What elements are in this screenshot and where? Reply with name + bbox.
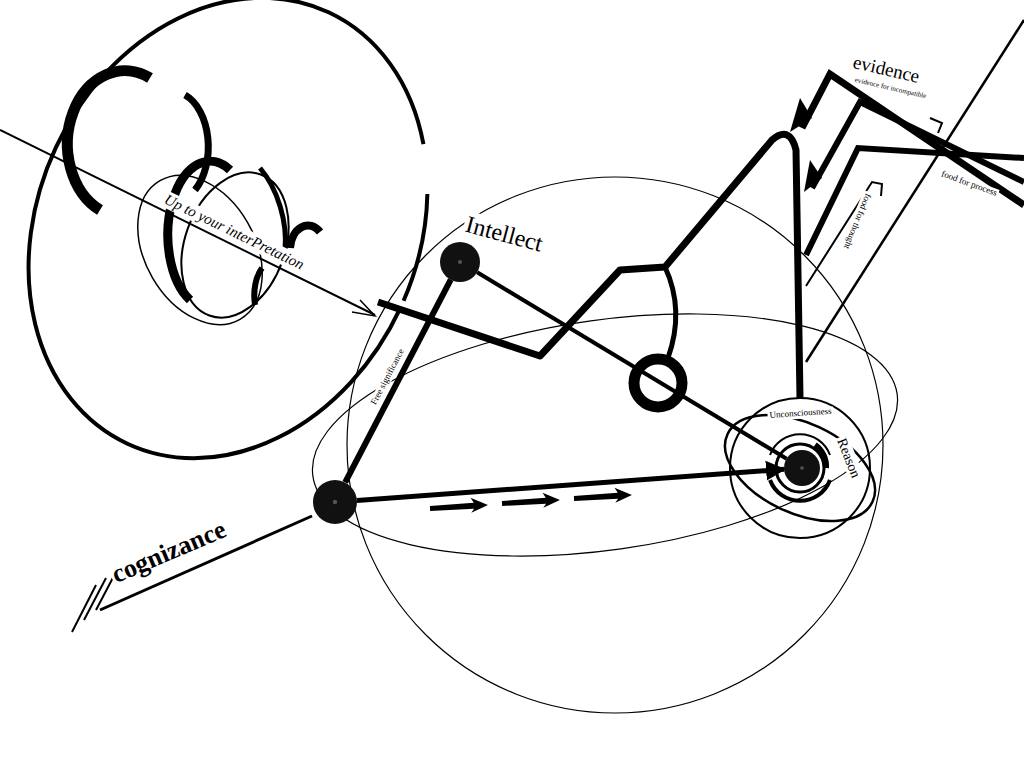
concept-node: cognizance (313, 480, 357, 524)
node-ball (784, 450, 820, 486)
illustration-stroke (806, 182, 882, 286)
illustration-stroke (790, 98, 812, 132)
concept-node: Intellect (440, 242, 480, 282)
illustration-stroke (930, 118, 942, 133)
illustration-stroke (665, 267, 676, 358)
node-ball-fill (784, 450, 820, 486)
illustration-stroke (297, 280, 913, 590)
node-ball (440, 242, 480, 282)
node-ball (313, 480, 357, 524)
illustration-stroke (802, 74, 1024, 205)
illustration-stroke (347, 177, 883, 713)
node-ball-highlight (458, 260, 462, 264)
connector-line (345, 280, 451, 483)
illustration-stroke (290, 226, 320, 248)
illustration-stroke (806, 148, 1024, 255)
rotated-note: food for thought (840, 190, 873, 252)
illustration-stroke (806, 20, 1024, 362)
illustration-stroke (502, 492, 561, 510)
illustration-stroke (574, 487, 633, 505)
illustration-stroke (804, 160, 822, 192)
connector-line (477, 272, 786, 458)
node-ball-fill (313, 480, 357, 524)
node-ball-highlight (800, 466, 804, 470)
illustration-stroke (378, 134, 800, 398)
connector-line (357, 469, 784, 500)
illustration-stroke (790, 98, 822, 192)
illustration-stroke (0, 130, 375, 315)
illustration-stroke (0, 0, 501, 524)
illustration-stroke (430, 497, 489, 515)
illustration-stroke (72, 585, 96, 632)
concept-node: ReasonUnconsciousness (784, 450, 820, 486)
illustration-stroke (67, 71, 320, 347)
illustration-stroke (802, 20, 1024, 362)
illustration-stroke (352, 300, 375, 316)
node-ball-highlight (333, 500, 337, 504)
illustration-stroke (708, 393, 891, 542)
node-ball-fill (440, 242, 480, 282)
illustration-stroke (67, 71, 150, 210)
